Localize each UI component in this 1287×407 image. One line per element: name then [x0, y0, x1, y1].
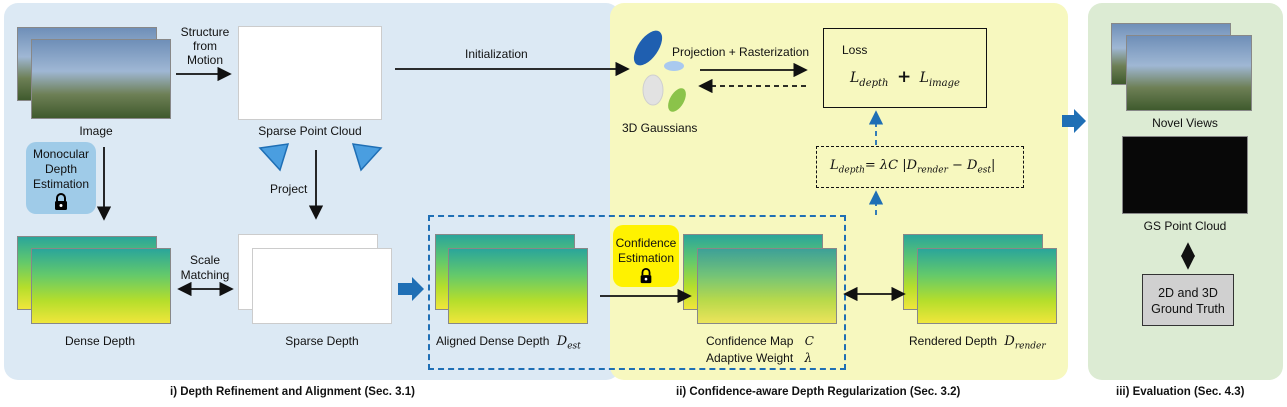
big-blue-arrow-left: [398, 277, 424, 301]
input-image-front: [31, 39, 171, 119]
gaussians-icon: [633, 30, 686, 112]
sparse-point-cloud-label: Sparse Point Cloud: [258, 124, 362, 138]
rendered-depth-sub: render: [1014, 341, 1046, 352]
section-title-left: i) Depth Refinement and Alignment (Sec. …: [170, 386, 415, 398]
sfm-label-1: Structure: [180, 25, 230, 39]
aligned-depth-symbol: D: [556, 334, 568, 349]
gt-label-2: Ground Truth: [1151, 302, 1225, 316]
projection-label: Projection + Rasterization: [672, 45, 810, 59]
adaptive-weight-label: Adaptive Weight λ: [706, 351, 812, 365]
depth-loss-equation: Ldepth= λC |Drender − Dest|: [830, 157, 995, 180]
dense-depth-label: Dense Depth: [64, 334, 136, 348]
depth-loss-render-sub: render: [917, 165, 948, 176]
confidence-est-label-2: Estimation: [617, 251, 675, 265]
rendered-depth-text: Rendered Depth: [909, 334, 998, 348]
loss-equation: Ldepth + Limage: [850, 68, 960, 93]
initialization-label: Initialization: [465, 47, 528, 61]
confidence-map-label: Confidence Map C: [706, 334, 814, 348]
image-label: Image: [79, 124, 113, 138]
aligned-depth-label: Aligned Dense Depth Dest: [436, 334, 581, 353]
ground-truth-box: [1142, 274, 1234, 326]
adaptive-weight-symbol: λ: [804, 351, 813, 365]
novel-views-label: Novel Views: [1152, 116, 1218, 130]
confidence-map-front: [697, 248, 837, 324]
rendered-depth-symbol: D: [1004, 334, 1015, 349]
gt-label-1: 2D and 3D: [1158, 286, 1218, 300]
gaussians-label: 3D Gaussians: [622, 121, 698, 135]
mono-label-2: Depth: [44, 162, 78, 176]
dense-depth-front: [31, 248, 171, 324]
depth-loss-l: L: [830, 158, 839, 173]
big-blue-arrow-right: [1062, 109, 1086, 133]
novel-view-front: [1126, 35, 1252, 111]
confidence-map-symbol: C: [804, 334, 814, 348]
loss-term-depth: L: [850, 70, 860, 86]
depth-loss-end: |: [991, 158, 996, 173]
sparse-point-cloud-image: [238, 26, 382, 120]
depth-loss-box: [816, 146, 1024, 188]
camera-icon-left: [258, 143, 290, 172]
camera-icon-right: [351, 143, 383, 172]
gs-point-cloud-image: [1122, 136, 1248, 214]
rendered-depth-label: Rendered Depth Drender: [909, 334, 1046, 353]
sfm-label-2: from: [193, 39, 217, 53]
lock-icon: [640, 268, 652, 284]
loss-term-image: L: [919, 70, 929, 86]
confidence-map-text: Confidence Map: [706, 334, 794, 348]
loss-plus: +: [896, 67, 912, 87]
loss-box: [823, 28, 987, 108]
scale-label-2: Matching: [180, 268, 230, 282]
sfm-label-3: Motion: [186, 53, 224, 67]
loss-term-depth-sub: depth: [859, 77, 889, 89]
depth-loss-l-sub: depth: [838, 165, 865, 176]
section-title-middle: ii) Confidence-aware Depth Regularizatio…: [676, 386, 961, 398]
gs-point-cloud-label: GS Point Cloud: [1143, 219, 1227, 233]
section-title-right: iii) Evaluation (Sec. 4.3): [1116, 386, 1245, 398]
aligned-depth-text: Aligned Dense Depth: [436, 334, 550, 348]
depth-loss-rest: = λC |D: [864, 158, 918, 173]
mono-label-3: Estimation: [32, 177, 90, 191]
rendered-depth-front: [917, 248, 1057, 324]
adaptive-weight-text: Adaptive Weight: [706, 351, 794, 365]
sparse-depth-front: [252, 248, 392, 324]
project-label: Project: [270, 182, 308, 196]
depth-loss-est-sub: est: [977, 165, 992, 176]
loss-term-image-sub: image: [928, 77, 960, 89]
scale-label-1: Scale: [189, 253, 221, 267]
sparse-depth-label: Sparse Depth: [285, 334, 359, 348]
aligned-depth-front: [448, 248, 588, 324]
confidence-est-label-1: Confidence: [615, 236, 677, 250]
mono-label-1: Monocular: [32, 147, 90, 161]
depth-loss-minus: − D: [947, 158, 978, 173]
loss-title: Loss: [842, 43, 868, 57]
aligned-depth-sub: est: [567, 341, 581, 352]
lock-icon: [55, 193, 67, 210]
